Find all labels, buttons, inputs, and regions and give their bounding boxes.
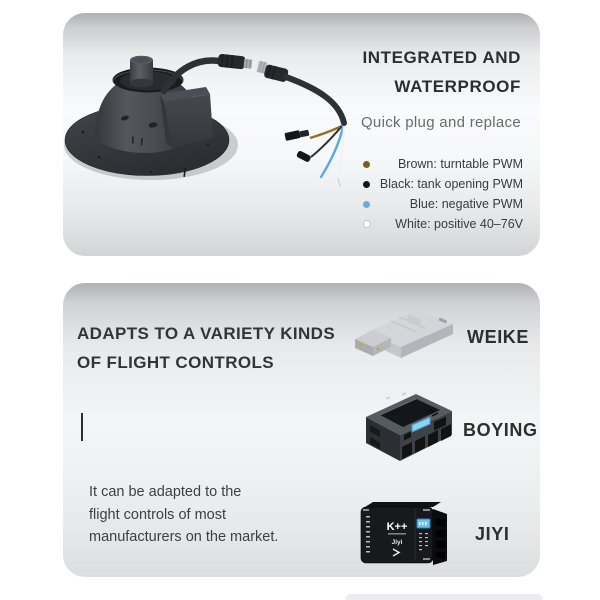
wire-legend-row: Brown: turntable PWM xyxy=(363,154,523,174)
white-wire xyxy=(337,126,345,179)
wire-label: Blue: negative PWM xyxy=(409,197,523,211)
turntable-device-illustration xyxy=(64,53,347,188)
top-title-line2: WATERPROOF xyxy=(394,77,521,96)
flight-controls-panel: ADAPTS TO A VARIETY KINDS OF FLIGHT CONT… xyxy=(63,283,540,577)
boying-controller-illustration xyxy=(366,392,452,461)
jiyi-device-model-text: K++ xyxy=(387,521,408,533)
white-wire-dot-icon xyxy=(363,220,371,228)
paragraph-line: It can be adapted to the xyxy=(89,484,242,500)
weike-controller-illustration xyxy=(355,309,453,358)
brand-label-jiyi: JIYI xyxy=(475,524,510,544)
wire-legend-row: White: positive 40–76V xyxy=(363,214,523,234)
jiyi-controller-illustration: K++ Jiyi xyxy=(360,502,447,565)
bottom-title-line1: ADAPTS TO A VARIETY KINDS xyxy=(77,324,336,343)
cable-connector-female xyxy=(256,60,289,82)
wire-label: Brown: turntable PWM xyxy=(397,157,523,171)
blue-wire xyxy=(319,125,345,179)
top-title: INTEGRATED AND WATERPROOF xyxy=(362,43,521,101)
paragraph-line: manufacturers on the market. xyxy=(89,529,279,545)
wire-label: Black: tank opening PWM xyxy=(379,177,523,191)
brown-wire xyxy=(309,124,343,140)
paragraph-line: flight controls of most xyxy=(89,506,226,523)
top-title-line1: INTEGRATED AND xyxy=(362,48,521,67)
black-wire-dot-icon xyxy=(363,180,370,188)
text-cursor-artifact xyxy=(81,413,83,441)
bottom-title-line2: OF FLIGHT CONTROLS xyxy=(77,353,275,372)
brand-label-weike: WEIKE xyxy=(467,327,530,347)
wire-legend-row: Black: tank opening PWM xyxy=(363,174,523,194)
brand-label-boying: BOYING xyxy=(463,420,538,440)
waterproof-feature-panel: INTEGRATED AND WATERPROOF Quick plug and… xyxy=(63,13,540,256)
blue-wire-dot-icon xyxy=(363,200,370,208)
wire-legend-row: Blue: negative PWM xyxy=(363,194,523,214)
wire-label: White: positive 40–76V xyxy=(395,217,523,231)
bottom-title: ADAPTS TO A VARIETY KINDS OF FLIGHT CONT… xyxy=(77,319,335,377)
jiyi-device-logo-text: Jiyi xyxy=(392,539,403,546)
cable-connector-male xyxy=(217,53,253,70)
next-section-edge xyxy=(345,594,543,600)
brown-wire-dot-icon xyxy=(363,160,370,168)
top-subtitle: Quick plug and replace xyxy=(360,114,521,131)
black-wire xyxy=(310,125,343,158)
wire-legend: Brown: turntable PWM Black: tank opening… xyxy=(363,154,523,234)
bottom-paragraph: It can be adapted to the flight controls… xyxy=(89,481,278,549)
